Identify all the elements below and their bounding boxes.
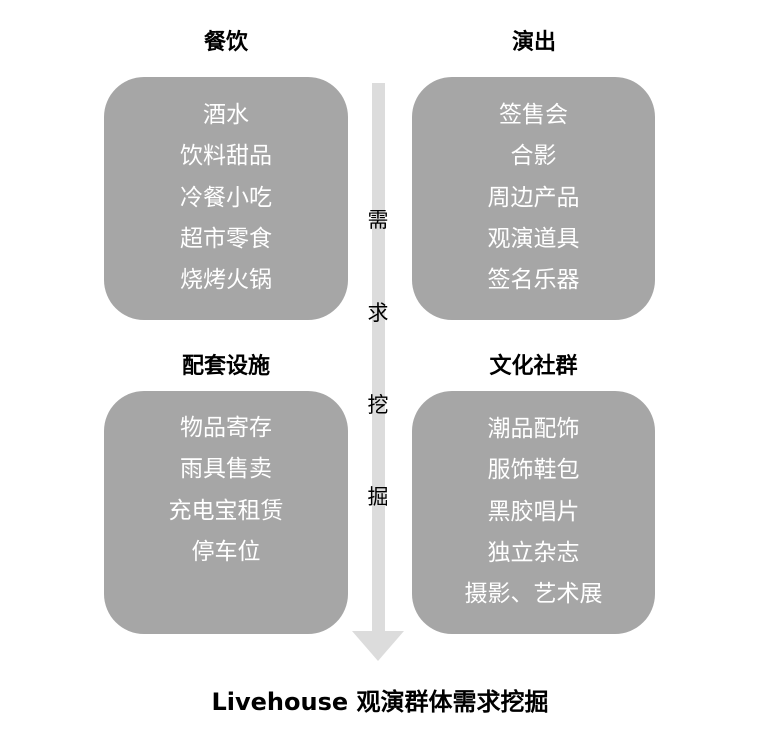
arrow-label-char: 挖 (367, 393, 389, 417)
item-list: 酒水 饮料甜品 冷餐小吃 超市零食 烧烤火锅 (104, 95, 348, 301)
quadrant-heading-culture: 文化社群 (489, 354, 578, 379)
arrow-shaft (372, 83, 385, 633)
list-item: 独立杂志 (487, 539, 580, 566)
list-item: 观演道具 (487, 225, 580, 252)
list-item: 酒水 (203, 102, 249, 128)
list-item: 周边产品 (487, 184, 580, 211)
list-item: 签售会 (499, 102, 568, 128)
list-item: 合影 (510, 143, 557, 170)
list-item: 超市零食 (180, 225, 272, 252)
quadrant-heading-dining: 餐饮 (203, 30, 248, 55)
arrow-label-char: 需 (367, 208, 389, 232)
list-item: 黑胶唱片 (487, 498, 580, 525)
arrow-label-char: 求 (367, 301, 389, 325)
item-list: 物品寄存 雨具售卖 充电宝租赁 停车位 (104, 408, 348, 573)
list-item: 烧烤火锅 (180, 267, 272, 294)
item-list: 签售会 合影 周边产品 观演道具 签名乐器 (412, 95, 655, 301)
list-item: 摄影、艺术展 (464, 581, 603, 608)
list-item: 雨具售卖 (180, 456, 272, 483)
quadrant-box-performance: 签售会 合影 周边产品 观演道具 签名乐器 (412, 77, 655, 320)
arrow-down-icon (352, 631, 404, 661)
quadrant-box-facilities: 物品寄存 雨具售卖 充电宝租赁 停车位 (104, 391, 348, 634)
list-item: 停车位 (191, 538, 261, 565)
quadrant-box-culture: 潮品配饰 服饰鞋包 黑胶唱片 独立杂志 摄影、艺术展 (412, 391, 655, 634)
quadrant-box-dining: 酒水 饮料甜品 冷餐小吃 超市零食 烧烤火锅 (104, 77, 348, 320)
arrow-label-char: 掘 (367, 485, 389, 509)
list-item: 饮料甜品 (180, 143, 272, 170)
quadrant-heading-facilities: 配套设施 (181, 354, 270, 379)
list-item: 服饰鞋包 (487, 457, 580, 484)
diagram-title: Livehouse 观演群体需求挖掘 (211, 688, 549, 716)
list-item: 潮品配饰 (487, 416, 580, 442)
list-item: 物品寄存 (180, 415, 272, 441)
list-item: 冷餐小吃 (180, 184, 272, 211)
item-list: 潮品配饰 服饰鞋包 黑胶唱片 独立杂志 摄影、艺术展 (412, 409, 655, 615)
list-item: 签名乐器 (487, 267, 580, 294)
quadrant-heading-performance: 演出 (511, 30, 556, 55)
list-item: 充电宝租赁 (168, 497, 284, 524)
